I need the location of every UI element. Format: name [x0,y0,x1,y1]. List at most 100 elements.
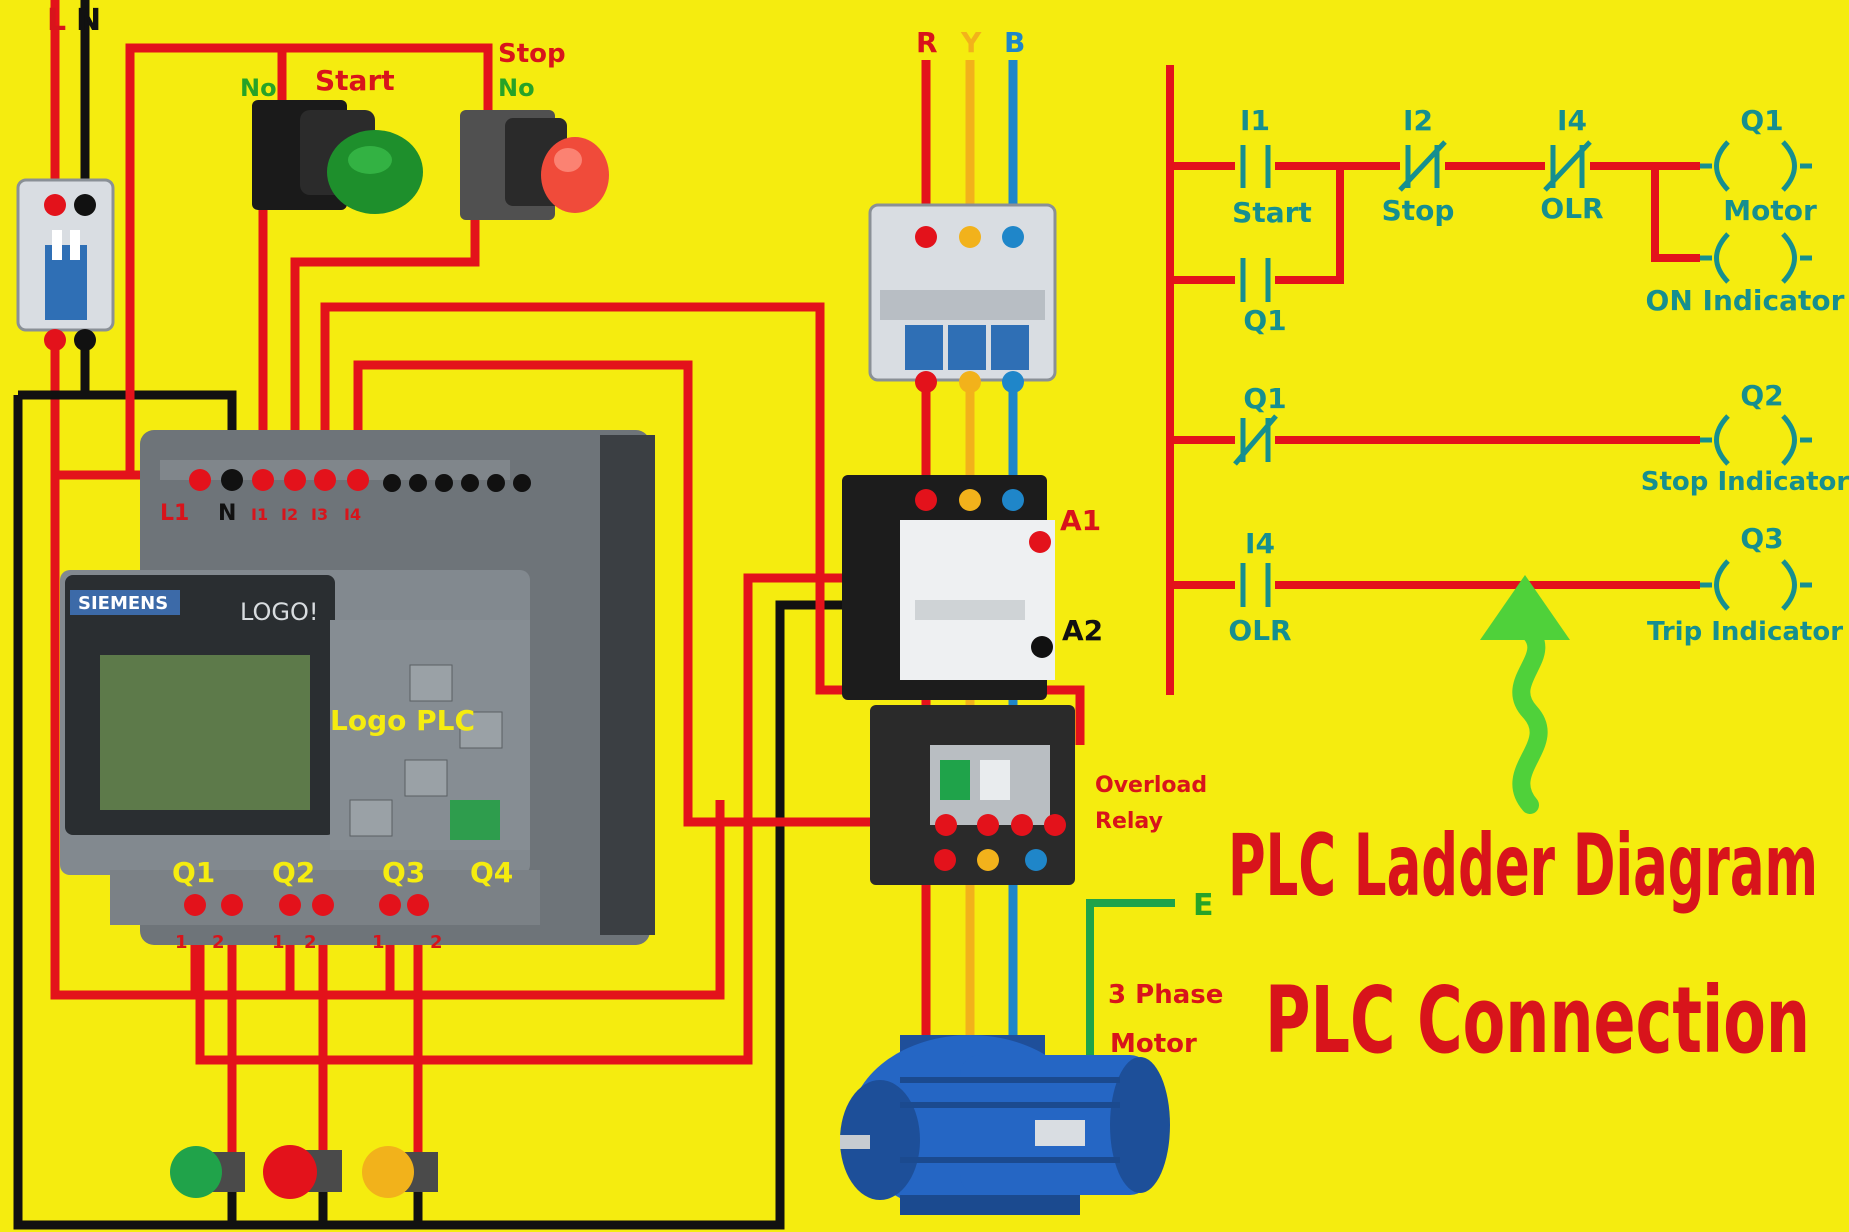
rung3-contact-name: OLR [1228,614,1291,647]
contact-no-q1-seal-symbol [1240,258,1271,302]
plc-output-pins: 1 2 1 2 1 2 [175,932,443,953]
plc-i2-terminal [284,469,306,491]
pointer-arrow [1480,575,1570,814]
plc-output-labels: Q1 Q2 Q3 Q4 [172,856,513,889]
contact-no-olr-symbol [1240,563,1271,607]
plc-output-q2: Q2 [272,856,315,889]
coil-stop-indicator-symbol [1700,414,1812,466]
stop-to-i2-wire [290,215,480,475]
stop-indicator-lamp [263,1145,342,1199]
plc-input-label: I3 [311,505,328,524]
plc-l1-terminal [189,469,211,491]
plc-key-down [404,759,448,797]
plc-brand: SIEMENS [78,593,168,614]
ladder-diagram [1166,65,1700,695]
supply-l-label: L [47,3,66,38]
plc-i3-terminal [314,469,336,491]
rung2-contact: Q1 [1243,382,1286,415]
earth-wire [1086,899,1175,1060]
plc-i1-terminal [252,469,274,491]
contactor-a1-label: A1 [1060,504,1101,537]
plc-i4-terminal [347,469,369,491]
i4-wire [353,360,940,827]
ladder-labels: I1 Start I2 Stop I4 OLR Q1 Motor Q1 ON I… [1228,104,1849,647]
overload-relay [870,705,1075,885]
plc-key-right [459,711,503,749]
phase-b-label: B [1004,26,1025,59]
contact-no-start-symbol [1240,145,1271,188]
ladder-symbols [1233,140,1812,611]
l-to-buttons-wire [125,43,493,475]
a2-terminal [1031,636,1053,658]
plc-model: LOGO! [240,598,319,626]
rung3-contact-addr: I4 [1245,527,1275,560]
contact-nc-q1-symbol [1233,414,1278,466]
diagram-title-line1: PLC Ladder Diagram [1228,816,1818,916]
plc-key-up [409,664,453,702]
stop-button-cap [541,137,609,213]
on-indicator-lamp [170,1146,245,1198]
rung1-coil2-name: ON Indicator [1646,284,1845,317]
start-contact-label: No [240,74,277,102]
phase-r-label: R [916,26,938,59]
stop-contact-label: No [498,74,535,102]
trip-indicator-lamp [362,1146,438,1198]
rung1-contact-addr: I2 [1403,104,1433,137]
rung1-contact-name: OLR [1540,192,1603,225]
three-phase-mcb [868,203,1057,393]
coil-on-indicator-symbol [1700,232,1812,284]
plc-output-pin: 1 [272,932,285,953]
coil-motor-symbol [1700,140,1812,192]
start-label: Start [315,64,395,97]
rung1-branch-wire [1651,166,1700,262]
plc-output-pin: 1 [372,932,385,953]
plc-input-labels: L1 N I1 I2 I3 I4 [160,501,361,526]
contact-nc-stop-symbol [1398,140,1447,192]
single-phase-mcb [16,178,115,351]
plc-input-label: N [218,501,236,526]
i3-wire [320,302,1085,745]
plc-output-q4: Q4 [470,856,513,889]
plc-input-label: I1 [251,505,268,524]
rung1-contact-name: Stop [1382,194,1455,227]
plc-lcd-screen [100,655,310,810]
indicator-lamps [170,1145,438,1199]
rung3-coil-addr: Q3 [1740,522,1783,555]
supply-n-label: N [76,3,101,38]
plc-output-q3: Q3 [382,856,425,889]
plc-output-pin: 2 [304,932,317,953]
plc-output-q1: Q1 [172,856,215,889]
plc-output-pin: 1 [175,932,188,953]
three-phase-motor [840,1035,1170,1215]
diagram-title-line2: PLC Connection [1265,967,1810,1074]
plc-key-esc [349,799,393,837]
rung1-contact-addr: I1 [1240,104,1270,137]
plc-n-terminal [221,469,243,491]
overload-relay-label-2: Relay [1095,809,1163,834]
logo-plc [60,430,655,945]
plc-input-label: I4 [344,505,361,524]
earth-label: E [1193,888,1214,923]
rung2-coil-name: Stop Indicator [1641,467,1849,497]
rung3-coil-name: Trip Indicator [1647,617,1843,647]
rung1-seal-wire [1275,166,1344,284]
stop-label: Stop [498,39,566,69]
plc-input-label: I2 [281,505,298,524]
rung2-coil-addr: Q2 [1740,379,1783,412]
contactor [842,475,1055,700]
rung1-contact-name: Start [1232,196,1312,229]
overload-relay-label-1: Overload [1095,773,1207,798]
plc-output-pin: 2 [212,932,225,953]
plc-key-ok [450,800,500,840]
plc-caption: Logo PLC [330,704,475,737]
phase-y-label: Y [960,26,982,59]
rung1-coil-name: Motor [1723,194,1817,227]
rung1-seal-contact: Q1 [1243,304,1286,337]
a1-terminal [1029,531,1051,553]
contactor-a2-label: A2 [1062,614,1103,647]
coil-trip-indicator-symbol [1700,559,1812,611]
stop-button [460,110,609,220]
motor-label-2: Motor [1110,1029,1197,1059]
